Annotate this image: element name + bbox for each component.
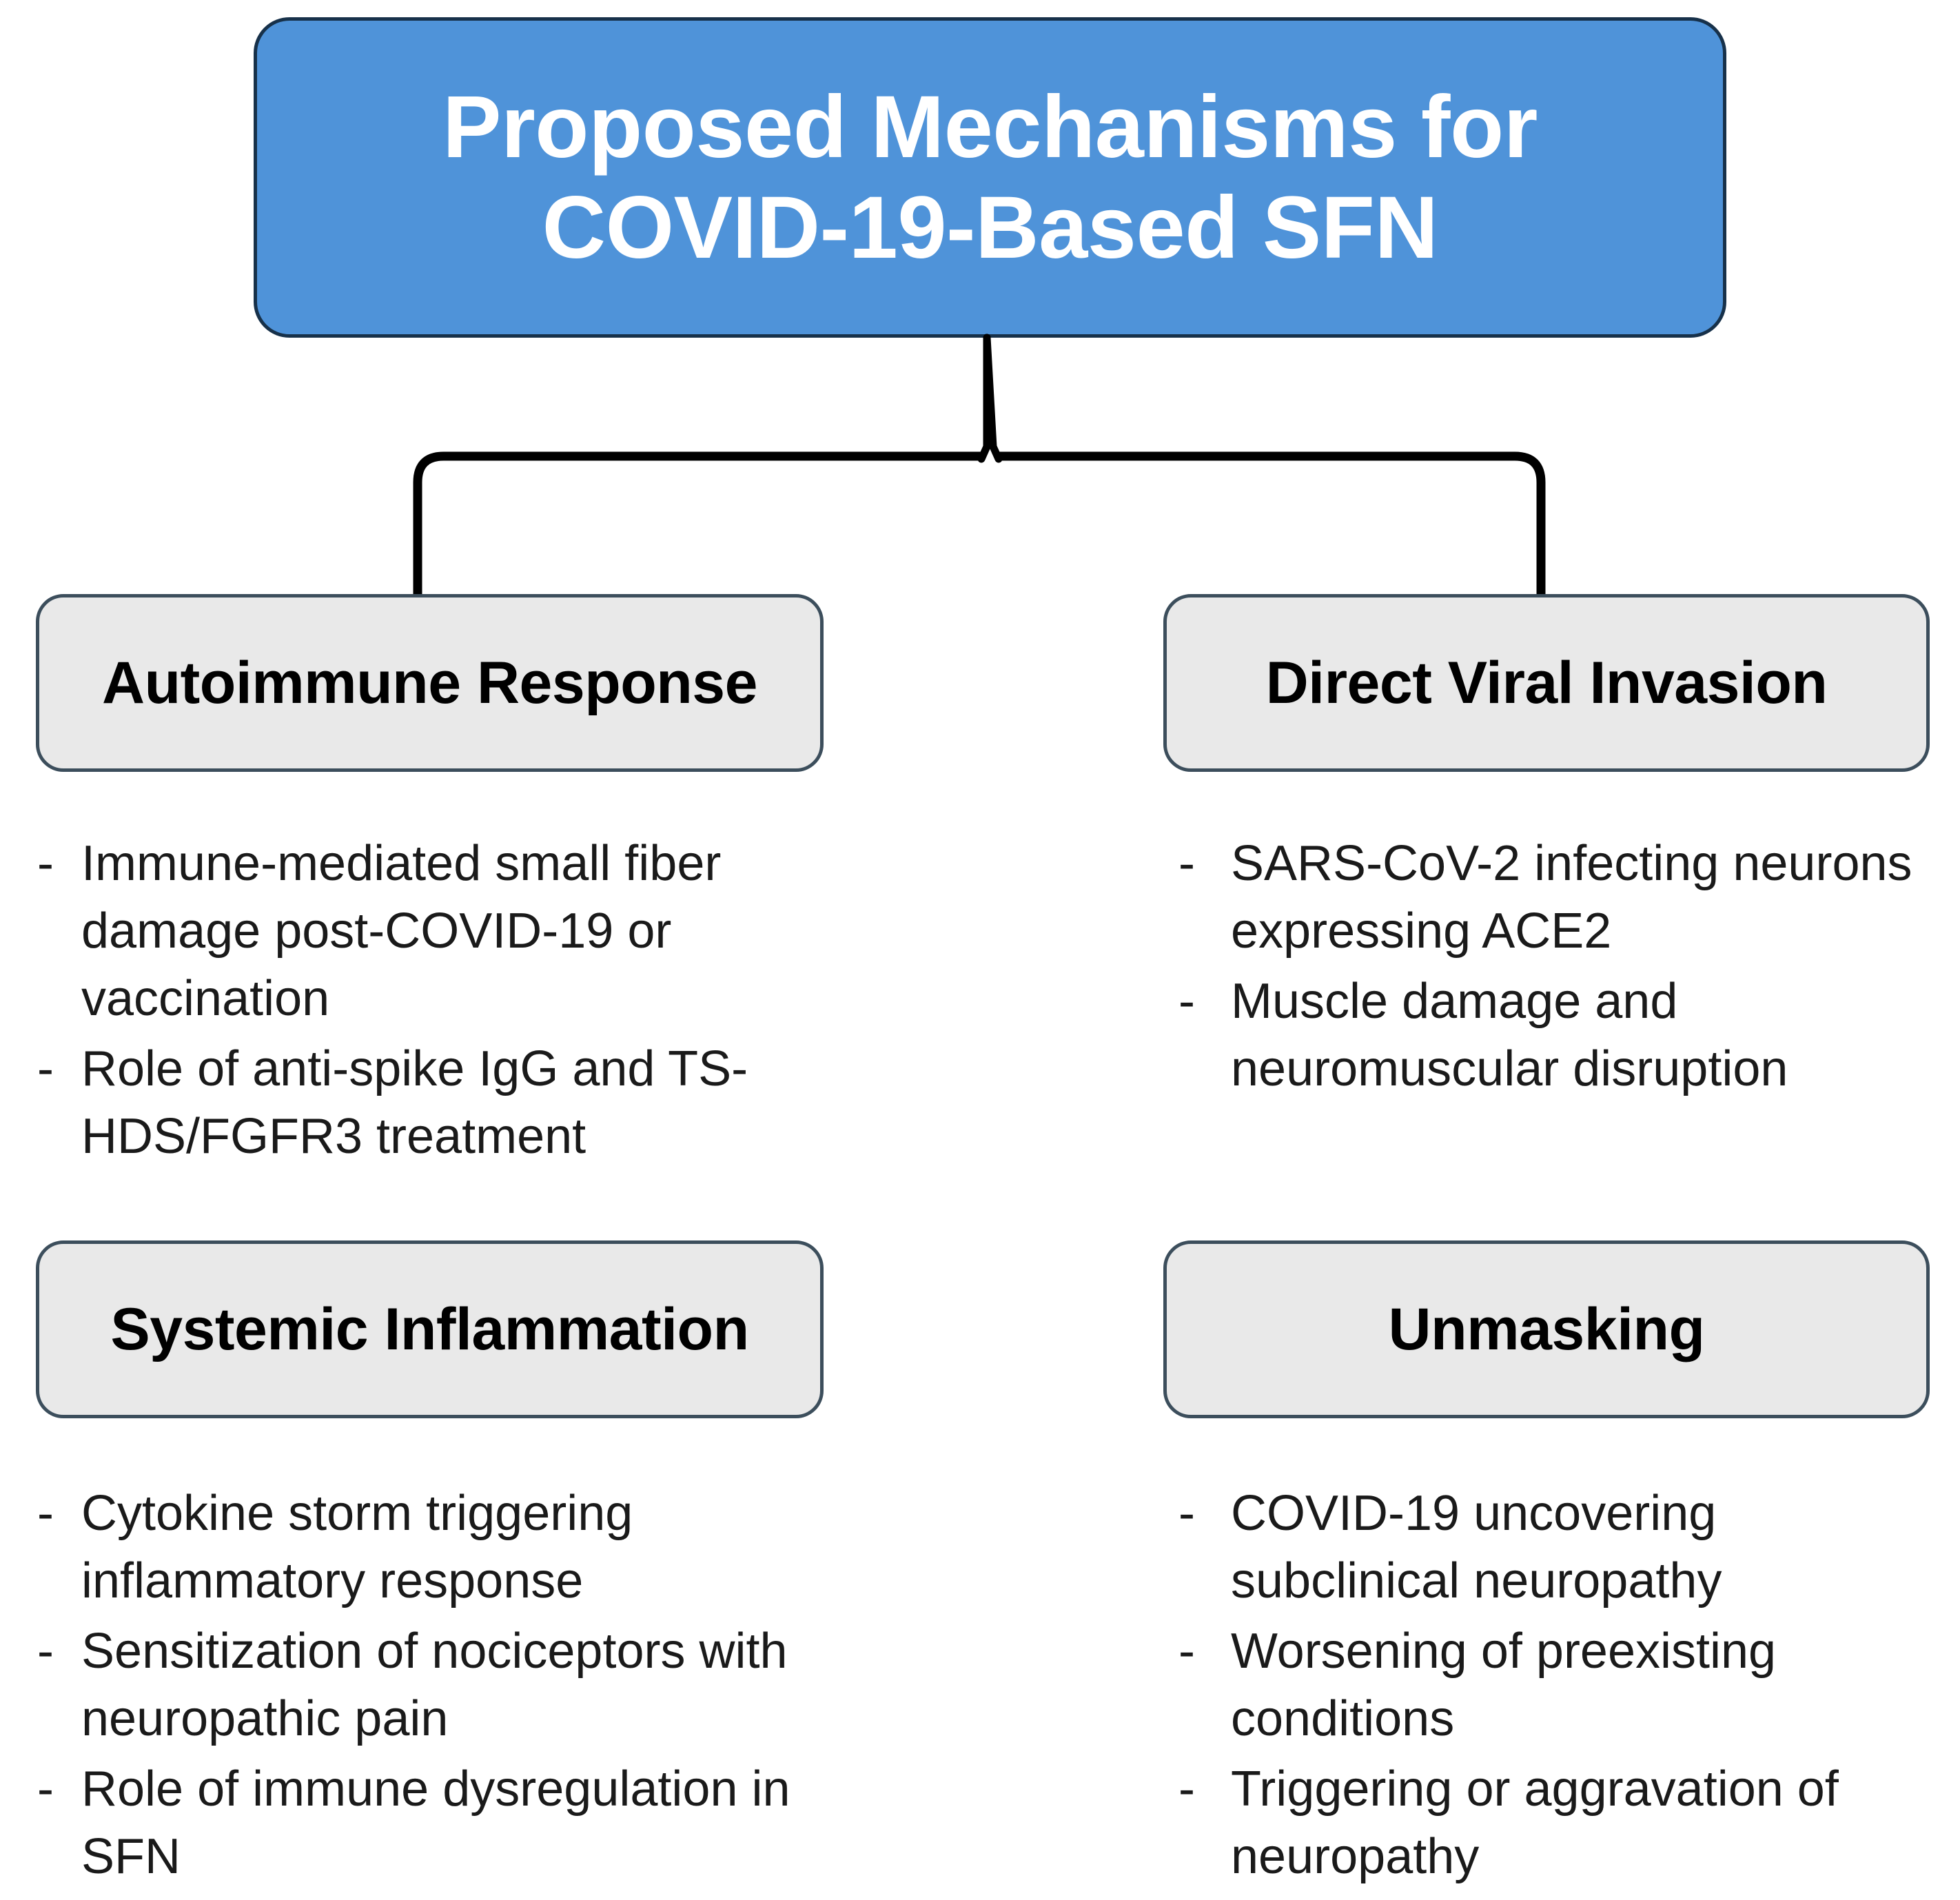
list-item: - Role of immune dysregulation in SFN [28,1756,834,1891]
list-item: - Cytokine storm triggering inflammatory… [28,1480,834,1615]
category-box-autoimmune-response[interactable]: Autoimmune Response [36,594,824,772]
category-title: Direct Viral Invasion [1265,649,1828,716]
list-item: - Immune-mediated small fiber damage pos… [28,830,806,1033]
list-item-text: Muscle damage and neuromuscular disrupti… [1231,973,1788,1096]
list-item-text: Role of anti-spike IgG and TS-HDS/FGFR3 … [81,1041,748,1164]
list-item: - Worsening of preexisting conditions [1172,1618,1943,1753]
list-item-text: Cytokine storm triggering inflammatory r… [81,1486,633,1608]
bullet-list-autoimmune-response: - Immune-mediated small fiber damage pos… [28,830,806,1174]
bullet-dash-icon: - [37,1761,54,1817]
list-item: - Triggering or aggravation of neuropath… [1172,1756,1943,1891]
list-item: - Role of anti-spike IgG and TS-HDS/FGFR… [28,1036,806,1171]
bullet-dash-icon: - [37,836,54,891]
bullet-dash-icon: - [1178,1486,1195,1541]
list-item-text: Role of immune dysregulation in SFN [81,1761,790,1884]
list-item-text: Immune-mediated small fiber damage post-… [81,836,722,1026]
category-title: Autoimmune Response [102,649,757,716]
bullet-dash-icon: - [1178,973,1195,1029]
category-box-unmasking[interactable]: Unmasking [1163,1240,1930,1418]
list-item-text: SARS-CoV-2 infecting neurons expressing … [1231,836,1912,959]
bullet-list-unmasking: - COVID-19 uncovering subclinical neurop… [1172,1480,1943,1893]
bullet-dash-icon: - [1178,1761,1195,1817]
bullet-dash-icon: - [37,1486,54,1541]
diagram-title: Proposed Mechanisms for COVID-19-Based S… [442,77,1538,277]
bullet-dash-icon: - [1178,1623,1195,1679]
list-item: - Muscle damage and neuromuscular disrup… [1172,968,1943,1103]
list-item: - SARS-CoV-2 infecting neurons expressin… [1172,830,1943,966]
list-item-text: COVID-19 uncovering subclinical neuropat… [1231,1486,1722,1608]
list-item-text: Sensitization of nociceptors with neurop… [81,1623,788,1746]
list-item-text: Triggering or aggravation of neuropathy [1231,1761,1839,1884]
bullet-dash-icon: - [37,1041,54,1096]
category-box-direct-viral-invasion[interactable]: Direct Viral Invasion [1163,594,1930,772]
bullet-list-systemic-inflammation: - Cytokine storm triggering inflammatory… [28,1480,834,1893]
list-item: - COVID-19 uncovering subclinical neurop… [1172,1480,1943,1615]
list-item-text: Worsening of preexisting conditions [1231,1623,1777,1746]
connector-bracket [413,334,1546,599]
bullet-list-direct-viral-invasion: - SARS-CoV-2 infecting neurons expressin… [1172,830,1943,1106]
bullet-dash-icon: - [1178,836,1195,891]
category-title: Systemic Inflammation [110,1296,749,1362]
bullet-dash-icon: - [37,1623,54,1679]
category-title: Unmasking [1388,1296,1705,1362]
title-box: Proposed Mechanisms for COVID-19-Based S… [254,17,1726,338]
list-item: - Sensitization of nociceptors with neur… [28,1618,834,1753]
category-box-systemic-inflammation[interactable]: Systemic Inflammation [36,1240,824,1418]
